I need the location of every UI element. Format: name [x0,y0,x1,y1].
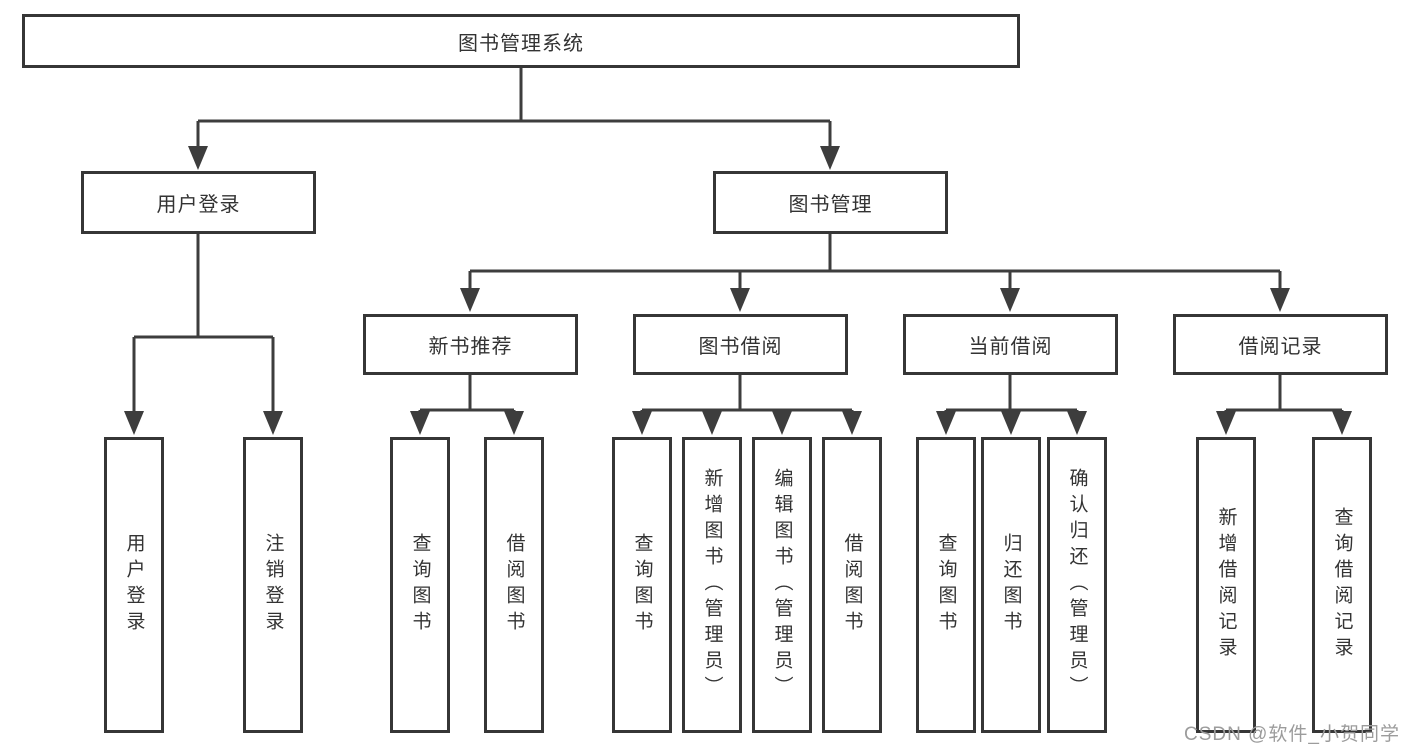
connector-book-borrow-to-leaves [632,375,862,435]
node-book-borrow-label: 图书借阅 [698,336,783,358]
node-book-management: 图书管理 [713,171,948,234]
leaf-current-return-books: 归还图书 [981,437,1041,733]
leaf-records-add-record-label: 新增借阅记录 [1215,507,1237,663]
leaf-records-query-record-label: 查询借阅记录 [1331,507,1353,663]
node-root-system: 图书管理系统 [22,14,1020,68]
leaf-current-query-books-label: 查询图书 [935,533,957,637]
connector-borrow-records-to-leaves [1216,375,1352,435]
node-user-login-label: 用户登录 [156,194,241,216]
node-current-borrow: 当前借阅 [903,314,1118,375]
node-book-borrow: 图书借阅 [633,314,848,375]
leaf-current-confirm-return-admin-label: 确认归还（管理员） [1066,468,1088,702]
leaf-user-login-label: 用户登录 [123,533,145,637]
leaf-current-query-books: 查询图书 [916,437,976,733]
node-borrow-records: 借阅记录 [1173,314,1388,375]
leaf-newbooks-query-books: 查询图书 [390,437,450,733]
leaf-borrow-borrow-books-label: 借阅图书 [841,533,863,637]
connector-current-borrow-to-leaves [936,375,1087,435]
csdn-watermark: CSDN @软件_小贺同学 [1184,724,1400,745]
leaf-borrow-add-books-admin: 新增图书（管理员） [682,437,742,733]
leaf-current-confirm-return-admin: 确认归还（管理员） [1047,437,1107,733]
node-root-system-label: 图书管理系统 [458,32,584,55]
node-user-login: 用户登录 [81,171,316,234]
leaf-logout-label: 注销登录 [262,533,284,637]
leaf-newbooks-borrow-books: 借阅图书 [484,437,544,733]
leaf-newbooks-query-books-label: 查询图书 [409,533,431,637]
node-new-book-recommend: 新书推荐 [363,314,578,375]
leaf-user-login: 用户登录 [104,437,164,733]
connector-book-management-to-level3 [460,234,1290,312]
leaf-borrow-query-books-label: 查询图书 [631,533,653,637]
leaf-borrow-add-books-admin-label: 新增图书（管理员） [701,468,723,702]
node-book-management-label: 图书管理 [788,194,873,216]
leaf-borrow-borrow-books: 借阅图书 [822,437,882,733]
leaf-borrow-edit-books-admin-label: 编辑图书（管理员） [771,468,793,702]
node-new-book-recommend-label: 新书推荐 [428,336,513,358]
leaf-borrow-query-books: 查询图书 [612,437,672,733]
connector-user-login-to-leaves [124,234,283,435]
leaf-newbooks-borrow-books-label: 借阅图书 [503,533,525,637]
node-borrow-records-label: 借阅记录 [1238,336,1323,358]
leaf-records-add-record: 新增借阅记录 [1196,437,1256,733]
leaf-current-return-books-label: 归还图书 [1000,533,1022,637]
leaf-logout: 注销登录 [243,437,303,733]
connector-new-book-recommend-to-leaves [410,375,524,435]
leaf-borrow-edit-books-admin: 编辑图书（管理员） [752,437,812,733]
leaf-records-query-record: 查询借阅记录 [1312,437,1372,733]
node-current-borrow-label: 当前借阅 [968,336,1053,358]
connector-root-to-level2 [188,68,840,170]
